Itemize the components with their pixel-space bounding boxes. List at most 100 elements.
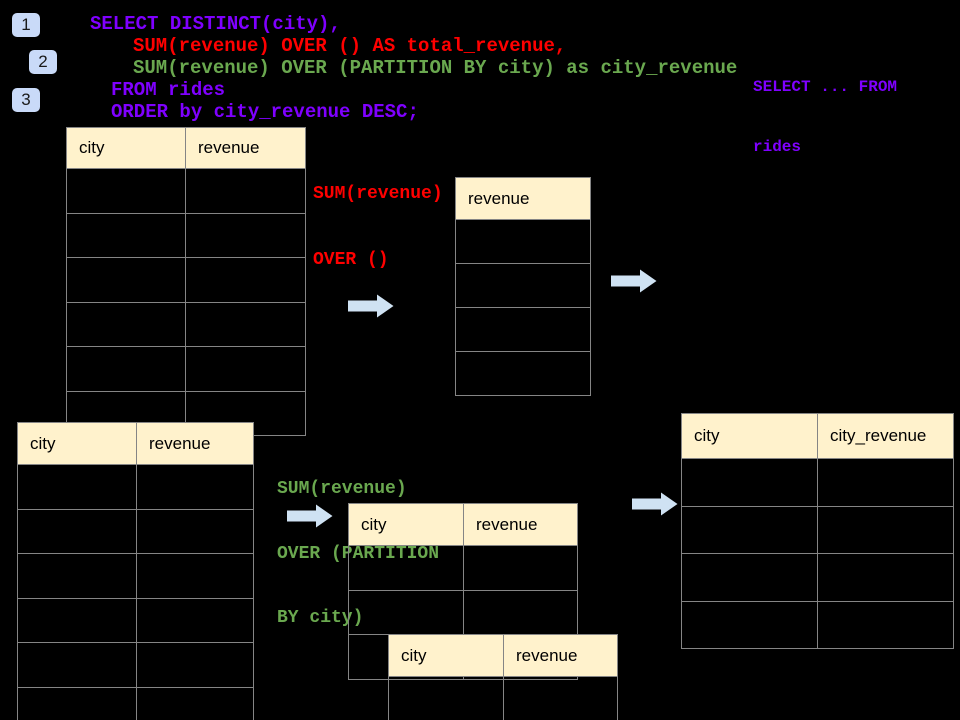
table-row	[66, 168, 306, 214]
table-row	[455, 219, 591, 264]
column-header-city: city	[66, 127, 186, 169]
table-row	[455, 307, 591, 352]
table-row	[66, 301, 306, 347]
empty-cell	[681, 553, 818, 602]
flow-arrow-right-icon	[611, 269, 657, 293]
table-total-revenue-result: revenue	[455, 177, 591, 396]
empty-cell	[17, 642, 137, 688]
flow-arrow-right-icon	[632, 492, 678, 516]
empty-cell	[66, 257, 186, 303]
column-header-city: city	[348, 503, 464, 546]
table-row	[17, 508, 254, 554]
column-header-revenue: revenue	[136, 422, 254, 465]
empty-cell	[66, 168, 186, 214]
empty-cell	[185, 212, 306, 258]
empty-cell	[463, 545, 578, 591]
table-row	[681, 458, 954, 507]
empty-cell	[17, 464, 137, 510]
sql-line-order-by: ORDER by city_revenue DESC;	[111, 101, 419, 123]
empty-cell	[136, 464, 254, 510]
step-badge-2: 2	[29, 50, 57, 74]
empty-cell	[388, 676, 504, 720]
empty-cell	[455, 307, 591, 352]
header-row: revenue	[455, 177, 591, 220]
column-header-revenue: revenue	[503, 634, 618, 677]
table-row	[455, 351, 591, 396]
side-note-line-2: rides	[753, 138, 802, 156]
label-sum-over-total-line-1: SUM(revenue)	[313, 184, 443, 204]
empty-cell	[185, 301, 306, 347]
header-row: city revenue	[17, 422, 254, 465]
sql-line-select: SELECT DISTINCT(city),	[90, 13, 341, 35]
empty-cell	[136, 508, 254, 554]
step-badge-1: 1	[12, 13, 40, 37]
empty-cell	[17, 686, 137, 720]
empty-cell	[17, 597, 137, 643]
empty-cell	[817, 553, 954, 602]
empty-cell	[136, 597, 254, 643]
header-row: city city_revenue	[681, 413, 954, 459]
empty-cell	[66, 212, 186, 258]
table-row	[681, 553, 954, 602]
side-note-line-1: SELECT ... FROM	[753, 78, 898, 96]
table-row	[17, 642, 254, 688]
empty-cell	[17, 508, 137, 554]
table-row	[66, 257, 306, 303]
column-header-city: city	[681, 413, 818, 459]
label-sum-over-partition-line-1: SUM(revenue)	[277, 479, 407, 499]
column-header-revenue: revenue	[185, 127, 306, 169]
step-badge-3: 3	[12, 88, 40, 112]
empty-cell	[185, 346, 306, 392]
empty-cell	[17, 553, 137, 599]
column-header-revenue: revenue	[455, 177, 591, 220]
column-header-city-revenue: city_revenue	[817, 413, 954, 459]
table-row	[17, 553, 254, 599]
table-row	[348, 589, 578, 635]
flow-arrow-right-icon	[287, 504, 333, 528]
table-row	[681, 600, 954, 649]
empty-cell	[817, 600, 954, 649]
column-header-revenue: revenue	[463, 503, 578, 546]
empty-cell	[817, 458, 954, 507]
table-row	[348, 545, 578, 591]
header-row: city revenue	[66, 127, 306, 169]
table-row	[66, 212, 306, 258]
table-city-revenue-result: city city_revenue	[681, 413, 954, 649]
table-row	[66, 346, 306, 392]
step-badge-1-label: 1	[21, 15, 31, 34]
side-note-select-from: SELECT ... FROM rides	[753, 37, 897, 197]
table-row	[17, 597, 254, 643]
table-row	[17, 464, 254, 510]
empty-cell	[136, 642, 254, 688]
empty-cell	[136, 553, 254, 599]
header-row: city revenue	[348, 503, 578, 546]
empty-cell	[185, 257, 306, 303]
header-row: city revenue	[388, 634, 618, 677]
empty-cell	[66, 301, 186, 347]
empty-cell	[681, 600, 818, 649]
empty-cell	[817, 505, 954, 554]
sql-line-sum-over-total: SUM(revenue) OVER () AS total_revenue,	[133, 35, 567, 57]
table-row	[681, 505, 954, 554]
table-source-top: city revenue	[66, 127, 306, 436]
table-source-bottom: city revenue	[17, 422, 254, 720]
label-sum-over-total-line-2: OVER ()	[313, 250, 389, 270]
table-row	[388, 676, 618, 720]
table-partition-front: city revenue	[388, 634, 618, 720]
empty-cell	[503, 676, 618, 720]
empty-cell	[455, 219, 591, 264]
step-badge-2-label: 2	[38, 52, 48, 71]
empty-cell	[463, 589, 578, 635]
sql-line-sum-over-partition: SUM(revenue) OVER (PARTITION BY city) as…	[133, 57, 738, 79]
empty-cell	[455, 351, 591, 396]
flow-arrow-right-icon	[348, 294, 394, 318]
empty-cell	[348, 589, 464, 635]
empty-cell	[455, 263, 591, 308]
label-sum-over-total: SUM(revenue) OVER ()	[313, 139, 443, 315]
empty-cell	[136, 686, 254, 720]
empty-cell	[185, 168, 306, 214]
empty-cell	[681, 458, 818, 507]
empty-cell	[681, 505, 818, 554]
column-header-city: city	[388, 634, 504, 677]
